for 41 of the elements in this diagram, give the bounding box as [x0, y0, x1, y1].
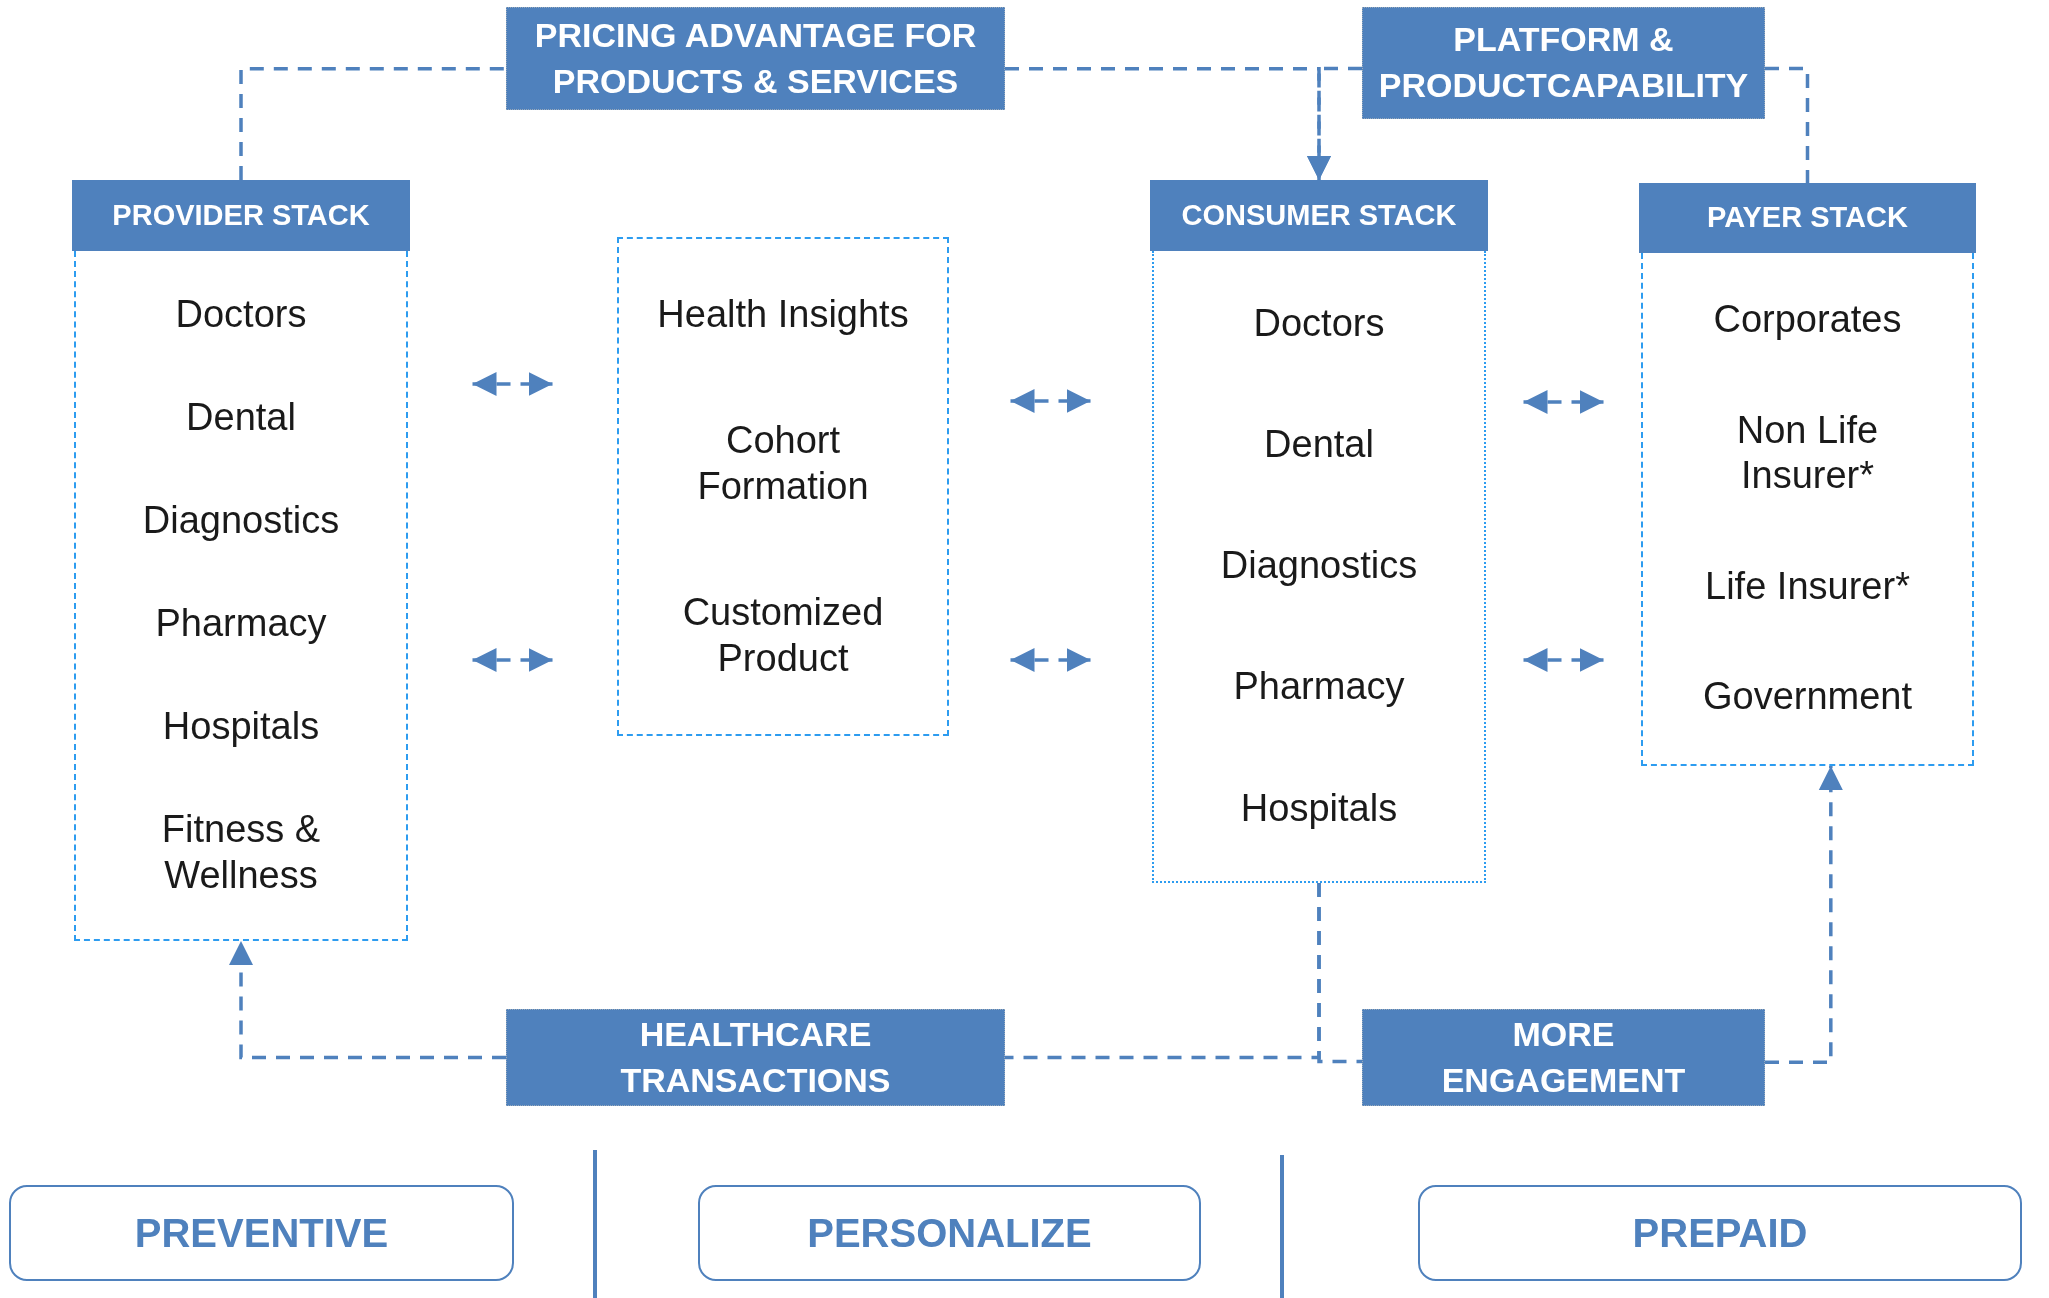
list-item: Hospitals — [162, 704, 320, 749]
list-item: Cohort Formation — [696, 418, 870, 509]
list-item: Doctors — [175, 291, 307, 337]
label-banner: PLATFORM & PRODUCTCAPABILITY — [1362, 7, 1765, 119]
stack-header: PROVIDER STACK — [72, 180, 410, 251]
list-item: Fitness & Wellness — [160, 807, 322, 898]
list-item: Health Insights — [657, 291, 909, 337]
label-banner: HEALTHCARE TRANSACTIONS — [506, 1009, 1005, 1106]
item-list-box — [1152, 251, 1486, 883]
list-item: Diagnostics — [142, 497, 340, 543]
theme-pill: PREVENTIVE — [9, 1185, 514, 1281]
item-list-box — [1641, 253, 1974, 766]
connector-arrow — [1765, 766, 1843, 1065]
item-list-box — [617, 237, 949, 736]
list-item: Diagnostics — [1220, 543, 1418, 589]
stack-header: CONSUMER STACK — [1150, 180, 1488, 251]
list-item: Pharmacy — [1233, 664, 1405, 710]
connector-arrow — [229, 941, 506, 1060]
connector-arrow — [1523, 390, 1604, 414]
label-banner: PRICING ADVANTAGE FOR PRODUCTS & SERVICES — [506, 7, 1005, 110]
list-item: Hospitals — [1240, 785, 1398, 831]
connector-arrow — [472, 648, 553, 672]
list-item: Customized Product — [681, 590, 885, 681]
theme-pill: PERSONALIZE — [698, 1185, 1201, 1281]
list-item: Pharmacy — [155, 600, 327, 646]
list-item: Life Insurer* — [1705, 563, 1910, 609]
connector-arrow — [1010, 389, 1091, 413]
theme-pill: PREPAID — [1418, 1185, 2022, 1281]
list-item: Dental — [186, 394, 296, 440]
label-banner: MORE ENGAGEMENT — [1362, 1009, 1765, 1106]
item-list-box — [74, 251, 408, 941]
list-item: Dental — [1264, 422, 1374, 467]
connector-arrow — [1523, 648, 1604, 672]
connector-arrow — [472, 372, 553, 396]
list-item: Doctors — [1253, 300, 1385, 346]
list-item: Non Life Insurer* — [1735, 407, 1880, 499]
list-item: Government — [1702, 674, 1913, 719]
list-item: Corporates — [1713, 297, 1902, 343]
connector-arrow — [1307, 66, 1362, 180]
stack-header: PAYER STACK — [1639, 183, 1976, 253]
connector-arrow — [1010, 648, 1091, 672]
